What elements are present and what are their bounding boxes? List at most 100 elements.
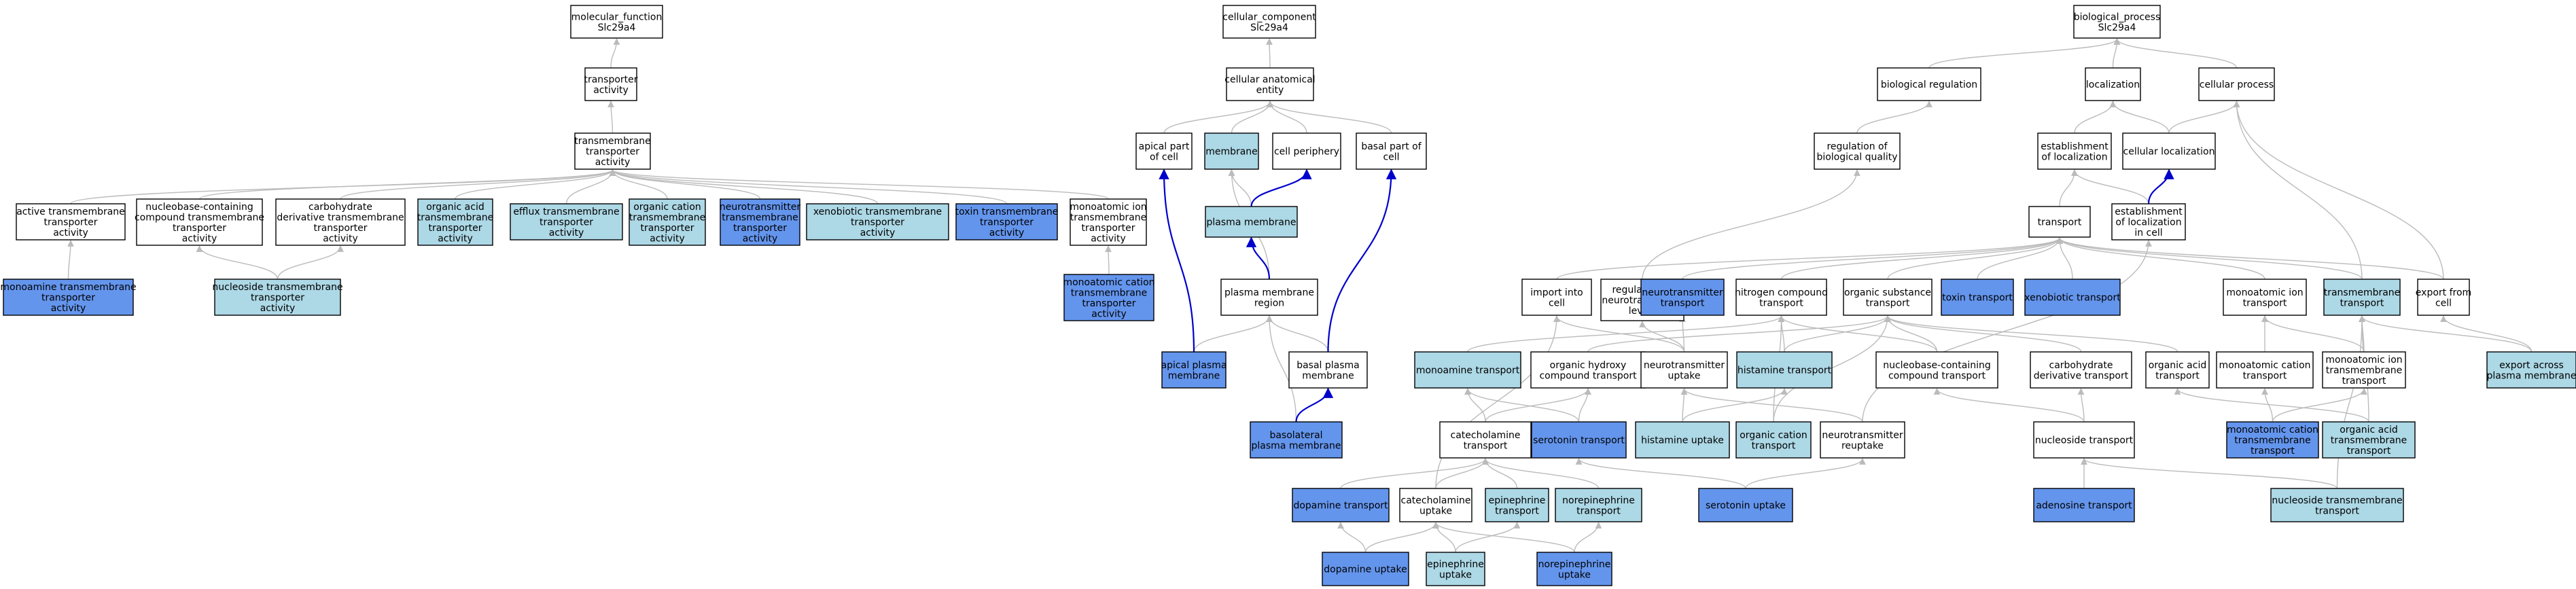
node-histamine-transport[interactable]: histamine transport [1736, 351, 1833, 389]
node-membrane[interactable]: membrane [1204, 132, 1259, 170]
node-monoamine-transport[interactable]: monoamine transport [1414, 351, 1521, 389]
node-label-line: organic cation [1740, 430, 1807, 441]
edge-export-pm-to-tm-transport [2359, 315, 2533, 353]
node-organic-cation-tm[interactable]: organic cationtransmembranetransporterac… [629, 198, 706, 246]
node-label-line: in cell [2134, 228, 2162, 238]
node-label-line: transporter [640, 223, 694, 234]
node-xenobiotic-tm[interactable]: xenobiotic transmembranetransporteractiv… [806, 203, 949, 240]
node-box [16, 203, 126, 240]
edge-nt-uptake-to-reg-nt-levels [1639, 321, 1685, 353]
node-xenobiotic-transport[interactable]: xenobiotic transport [2024, 279, 2121, 316]
node-label-line: apical plasma [1161, 360, 1227, 371]
node-box [1204, 132, 1259, 170]
node-adenosine-transport[interactable]: adenosine transport [2033, 488, 2135, 522]
node-label-line: regulation of [1827, 141, 1888, 152]
node-box [1292, 488, 1390, 522]
node-cell-periphery[interactable]: cell periphery [1272, 132, 1341, 170]
edge-tm-transporter-activity-to-transporter-activity [607, 101, 614, 134]
node-monoatomic-cation-tm[interactable]: monoatomic cationtransmembranetransporte… [1063, 274, 1155, 321]
node-label-line: biological regulation [1881, 79, 1977, 90]
node-label-line: transporter [733, 223, 787, 234]
edge-nucleobase-tm-to-tm-transporter-activity [198, 169, 616, 200]
node-neurotransmitter-tm[interactable]: neurotransmittertransmembranetransporter… [720, 198, 800, 246]
node-toxin-transport[interactable]: toxin transport [1941, 279, 2014, 316]
node-dopamine-uptake[interactable]: dopamine uptake [1322, 552, 1409, 586]
node-plasma-membrane[interactable]: plasma membrane [1205, 206, 1298, 238]
node-serotonin-uptake[interactable]: serotonin uptake [1698, 488, 1793, 522]
node-box [2486, 351, 2576, 389]
node-label-line: import into [1530, 287, 1583, 298]
node-cellular-process[interactable]: cellular process [2198, 67, 2275, 101]
node-serotonin-transport[interactable]: serotonin transport [1531, 421, 1627, 459]
node-bio-regulation[interactable]: biological regulation [1877, 67, 1981, 101]
edge-catecholamine-uptake-to-catecholamine-transport [1435, 458, 1489, 489]
node-label-line: epinephrine [1427, 559, 1484, 570]
node-monoamine-tm[interactable]: monoamine transmembranetransporteractivi… [0, 279, 137, 316]
edge-monoatomic-ion-tm-transport-to-monoatomic-ion-transport [2261, 315, 2365, 353]
node-box [2033, 421, 2135, 459]
node-monoatomic-ion-tm[interactable]: monoatomic iontransmembranetransporterac… [1070, 198, 1147, 246]
node-label-line: compound transport [1888, 370, 1986, 381]
edge-export-from-cell-to-cellular-process [2233, 101, 2444, 280]
node-organic-acid-tm[interactable]: organic acidtransmembranetransporteracti… [417, 198, 494, 246]
node-box [1736, 351, 1833, 389]
node-label-line: dopamine uptake [1324, 565, 1407, 575]
node-box [1640, 351, 1728, 389]
edge-monoatomic-cation-tm-to-monoatomic-ion-tm [1105, 245, 1112, 275]
node-dopamine-transport[interactable]: dopamine transport [1292, 488, 1390, 522]
node-localization[interactable]: localization [2085, 67, 2141, 101]
node-transport[interactable]: transport [2028, 206, 2091, 238]
node-nucleoside-transport[interactable]: nucleoside transport [2033, 421, 2135, 459]
node-nucleoside-tm[interactable]: nucleoside transmembranetransporteractiv… [212, 279, 343, 316]
node-histamine-uptake[interactable]: histamine uptake [1635, 421, 1730, 459]
node-cell-localization[interactable]: cellular localization [2122, 132, 2216, 170]
node-box [1820, 421, 1905, 459]
